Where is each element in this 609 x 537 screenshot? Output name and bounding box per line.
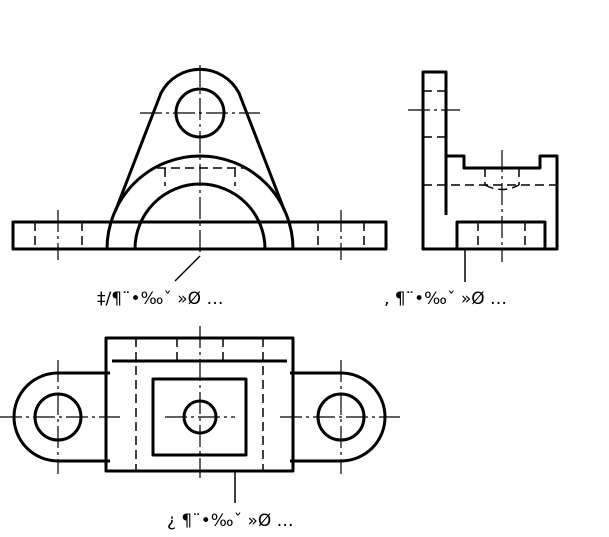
top-view: ¿ ¶¨•‰ˇ »Ø … — [0, 326, 400, 531]
front-leader-line — [174, 255, 201, 282]
front-view: ‡/¶¨•‰ˇ »Ø … — [11, 65, 388, 309]
side-base-step — [455, 220, 547, 251]
top-right-ear — [290, 371, 387, 463]
front-view-caption: ‡/¶¨•‰ˇ »Ø … — [97, 289, 223, 309]
side-view-caption: ‚ ¶¨•‰ˇ »Ø … — [384, 289, 507, 309]
side-view: ‚ ¶¨•‰ˇ »Ø … — [384, 70, 559, 309]
top-view-caption: ¿ ¶¨•‰ˇ »Ø … — [167, 511, 294, 531]
